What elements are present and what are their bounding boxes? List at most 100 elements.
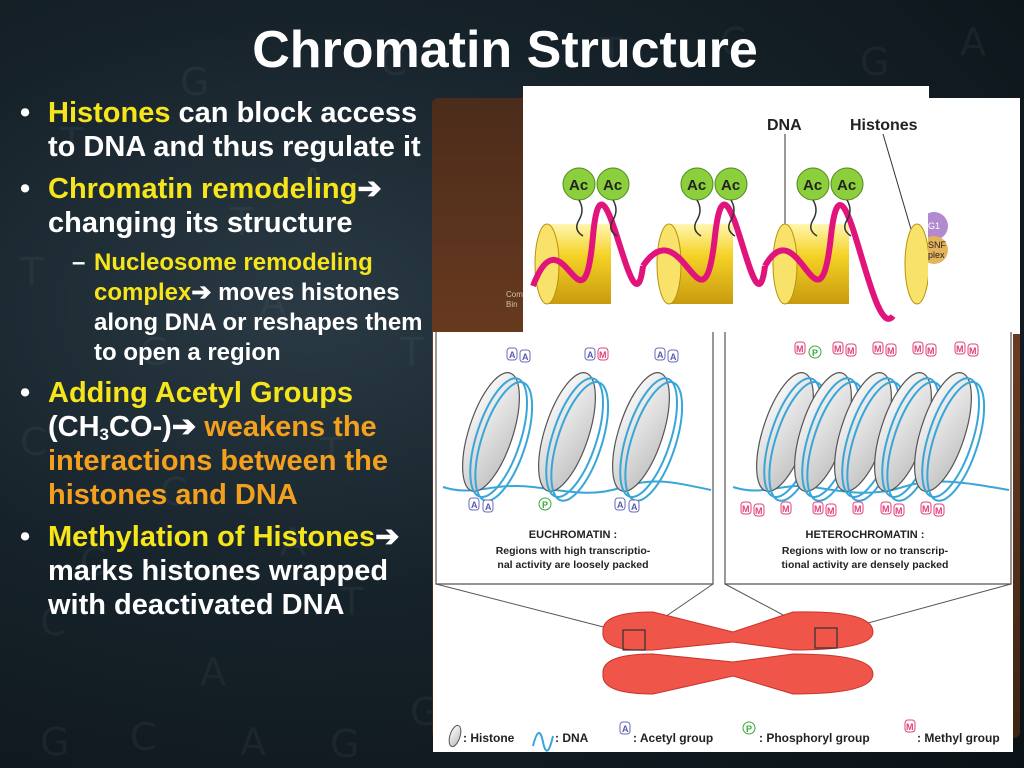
arrow-icon: ➔ [375, 521, 400, 553]
snf-complex-diagram: G1 SNF plex [920, 212, 948, 264]
euchromatin-title: EUCHROMATIN : [529, 529, 617, 541]
svg-text:P: P [542, 500, 548, 510]
bullet-text: marks histones wrapped with deactivated … [48, 555, 389, 621]
svg-text:A: A [509, 350, 516, 360]
backdrop-label: Com Bin [506, 290, 523, 309]
histone-face [656, 223, 682, 305]
svg-text:Ac: Ac [603, 177, 622, 194]
svg-text:Ac: Ac [721, 177, 740, 194]
acetyl-legend-icon [619, 721, 631, 735]
legend: : Histone : DNA A : Acetyl group P : Pho… [448, 719, 1000, 752]
dna-label: DNA [767, 117, 802, 134]
bullet-histones: • Histones can block access to DNA and t… [14, 96, 430, 164]
svg-text:M: M [927, 346, 935, 356]
svg-text:M: M [827, 506, 835, 516]
svg-text:M: M [935, 506, 943, 516]
svg-text:M: M [834, 344, 842, 354]
svg-text:P: P [746, 724, 752, 734]
svg-text:M: M [882, 504, 890, 514]
term-acetyl-groups: Adding Acetyl Groups [48, 377, 354, 409]
arrow-icon: ➔ [191, 279, 212, 306]
svg-text:M: M [599, 350, 607, 360]
histone-legend-icon [448, 724, 462, 748]
bullet-methylation: • Methylation of Histones➔ marks histone… [14, 520, 430, 622]
bullet-dot: • [20, 521, 31, 553]
legend-methyl: : Methyl group [917, 731, 1000, 745]
svg-text:Ac: Ac [803, 177, 822, 194]
acetylation-figure: DNA Histones Ac Ac Ac Ac [523, 86, 930, 336]
svg-text:M: M [782, 504, 790, 514]
svg-text:M: M [755, 506, 763, 516]
chromatid-upper [602, 611, 874, 651]
legend-acetyl: : Acetyl group [633, 731, 713, 745]
chromatin-states-figure: A A A M A A A A P A A M P M M M M M M M [433, 332, 1013, 752]
phospho-legend-icon [742, 721, 756, 735]
linker-dna [442, 480, 712, 494]
euchromatin-region-box [622, 629, 646, 651]
heterochromatin-region-box [814, 627, 838, 649]
dna-strand [530, 201, 646, 288]
euchromatin-panel [435, 332, 714, 585]
term-chromatin-remodeling: Chromatin remodeling [48, 173, 358, 205]
chromosome [602, 611, 874, 695]
svg-text:M: M [814, 504, 822, 514]
svg-text:A: A [622, 724, 629, 734]
acetyl-tail [844, 199, 852, 237]
dna-strand [762, 201, 896, 322]
dna-legend-icon [532, 732, 554, 752]
acetyl-tail [728, 199, 736, 237]
svg-text:A: A [485, 502, 492, 512]
svg-text:A: A [522, 352, 529, 362]
bullet-dot: • [20, 173, 31, 205]
svg-text:A: A [657, 350, 664, 360]
subbullet-dash: – [72, 249, 86, 276]
nucleosome-loose [599, 365, 695, 509]
svg-text:M: M [874, 344, 882, 354]
svg-text:SNF: SNF [928, 240, 947, 250]
svg-text:P: P [812, 348, 818, 358]
svg-text:Ac: Ac [687, 177, 706, 194]
heterochromatin-title: HETEROCHROMATIN : [806, 529, 925, 541]
svg-text:M: M [906, 722, 914, 732]
bullet-text: changing its structure [48, 207, 353, 239]
nucleosome-3: Ac Ac [762, 167, 896, 322]
term-nucleosome-remodeling: Nucleosome remodeling complex [94, 249, 373, 306]
bullet-text: can block access to DNA and thus regulat… [48, 97, 421, 163]
chromatid-lower [602, 653, 874, 695]
heterochromatin-panel [724, 332, 1012, 585]
svg-text:M: M [895, 506, 903, 516]
arrow-icon: ➔ [171, 411, 197, 443]
acetyl-tail [694, 199, 702, 237]
svg-text:A: A [617, 500, 624, 510]
euchromatin-desc: Regions with high transcriptio- [496, 545, 651, 557]
svg-text:M: M [956, 344, 964, 354]
legend-histone: : Histone [463, 731, 515, 745]
term-histones: Histones [48, 97, 171, 129]
svg-text:M: M [914, 344, 922, 354]
svg-text:M: M [969, 346, 977, 356]
acetyl-tail [576, 199, 584, 237]
svg-text:G1: G1 [928, 221, 940, 231]
svg-text:Ac: Ac [837, 177, 856, 194]
subbullet-nucleosome: – Nucleosome remodeling complex➔ moves h… [14, 248, 430, 368]
bullet-dot: • [20, 377, 31, 409]
svg-text:M: M [922, 504, 930, 514]
svg-text:A: A [471, 500, 478, 510]
acetyl-formula: (CH3CO-) [48, 411, 172, 444]
bullet-dot: • [20, 97, 31, 129]
nucleosome-2: Ac Ac [640, 167, 768, 305]
svg-text:Ac: Ac [569, 177, 588, 194]
methyl-legend-icon [904, 719, 916, 733]
svg-text:A: A [670, 352, 677, 362]
acetyl-tail [610, 199, 618, 237]
svg-text:M: M [854, 504, 862, 514]
legend-dna: : DNA [555, 731, 589, 745]
zoom-line [435, 583, 624, 633]
svg-text:plex: plex [928, 250, 945, 260]
svg-text:A: A [631, 502, 638, 512]
bullet-text: weakens the interactions between the his… [48, 411, 389, 511]
nucleosome-1: Ac Ac [530, 167, 646, 305]
acetyl-tail [810, 199, 818, 237]
svg-text:M: M [742, 504, 750, 514]
